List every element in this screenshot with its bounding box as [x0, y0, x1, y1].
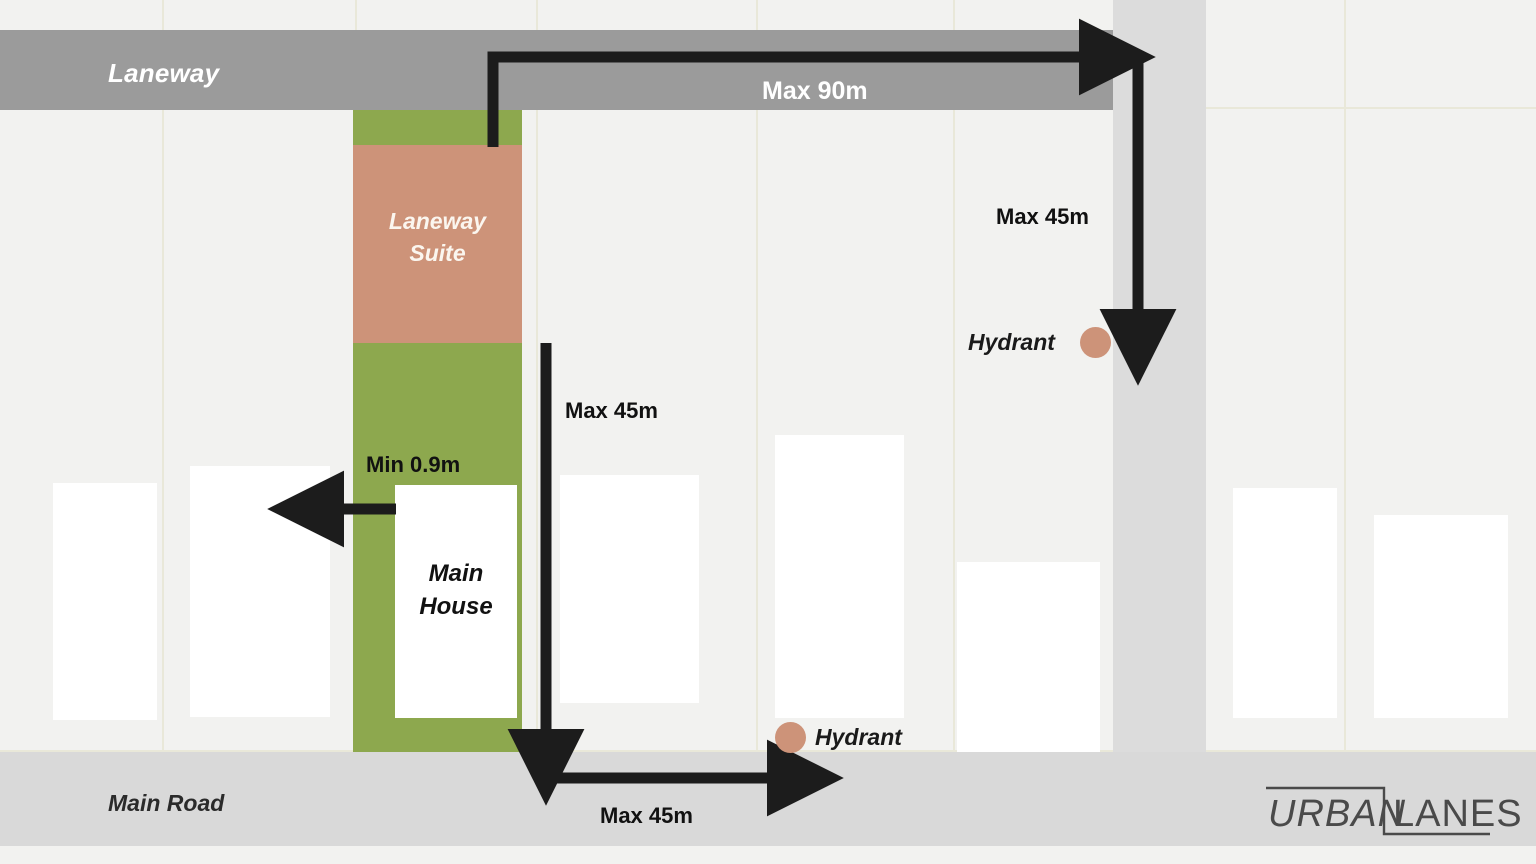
max-90m-label: Max 90m — [762, 77, 868, 105]
main-house-block: Main House — [395, 485, 517, 718]
parcel-gridline — [953, 0, 955, 864]
parcel-gridline — [1206, 107, 1536, 109]
max-45m-cross-street-label: Max 45m — [996, 204, 1089, 229]
parcel-gridline — [756, 0, 758, 864]
parcel-gridline — [1344, 0, 1346, 864]
main-road-label: Main Road — [108, 790, 225, 816]
logo-urban-text: URBAN — [1268, 793, 1407, 835]
hydrant-bottom-label: Hydrant — [815, 724, 902, 750]
logo-lanes-text: LANES — [1393, 793, 1523, 835]
hydrant-icon — [775, 722, 806, 753]
laneway-suite-label: Laneway Suite — [353, 205, 522, 269]
laneway-suite-label-line2: Suite — [409, 240, 466, 266]
parcel-gridline — [1206, 750, 1536, 752]
min-0-9m-label: Min 0.9m — [366, 452, 461, 477]
parcel-gridline — [162, 0, 164, 864]
laneway-suite-label-line1: Laneway — [388, 208, 487, 234]
neighbour-house — [190, 466, 330, 717]
parcel-gridline — [536, 0, 538, 864]
neighbour-house — [1374, 515, 1508, 718]
main-house-label-line2: House — [419, 593, 493, 620]
neighbour-house — [957, 562, 1100, 752]
max-45m-road-label: Max 45m — [600, 803, 693, 828]
main-house-label-line1: Main — [428, 560, 484, 587]
neighbour-house — [560, 475, 699, 703]
hydrant-icon — [1080, 327, 1111, 358]
neighbour-house — [53, 483, 157, 720]
cross-street-band — [1113, 0, 1206, 752]
laneway-suite-block: Laneway Suite — [353, 145, 522, 343]
urban-lanes-logo[interactable]: URBAN LANES — [1262, 782, 1522, 840]
below-road-strip — [0, 846, 1536, 864]
neighbour-house — [1233, 488, 1337, 718]
hydrant-right-label: Hydrant — [968, 329, 1055, 355]
neighbour-house — [775, 435, 904, 718]
max-45m-lot-depth-label: Max 45m — [565, 398, 658, 423]
laneway-label: Laneway — [108, 58, 220, 88]
main-house-label: Main House — [395, 557, 517, 623]
logo-bracket-icon — [1266, 786, 1490, 836]
